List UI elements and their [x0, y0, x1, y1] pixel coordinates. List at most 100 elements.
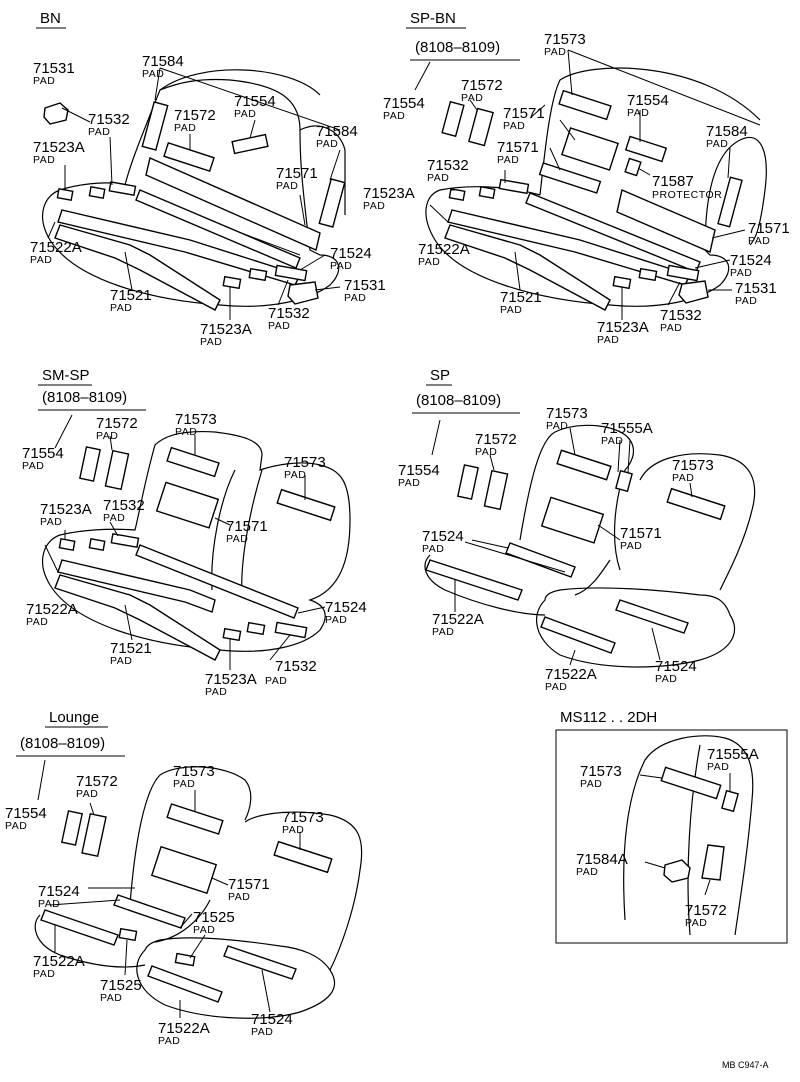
pad-71554-smsp	[78, 446, 102, 482]
part-type-label: PAD	[226, 533, 248, 545]
pad-71572-spbn	[468, 107, 494, 147]
part-type-label: PAD	[503, 120, 525, 132]
pad-71584-bn-right	[318, 178, 346, 228]
part-number-label: 71572	[174, 107, 216, 124]
pad-71584A-ms112	[663, 859, 691, 883]
pad-71523A-bn-1	[56, 188, 74, 201]
part-type-label: PAD	[544, 46, 566, 58]
part-type-label: PAD	[228, 891, 250, 903]
section-sm-sp: SM-SP (8108–8109) 71572 PAD	[22, 367, 367, 698]
part-type-label: PAD	[546, 420, 568, 432]
part-number-label: 71584A	[576, 851, 628, 868]
section-title-bn: BN	[40, 10, 61, 27]
part-type-label: PAD	[22, 460, 44, 472]
pad-71521-spbn	[444, 224, 611, 311]
part-type-label: PAD	[601, 435, 623, 447]
part-number-label: 71573	[175, 411, 217, 428]
section-title-sp-bn: SP-BN	[410, 10, 456, 27]
pad-71523A-smsp-4	[246, 621, 266, 636]
part-type-label: PAD	[580, 778, 602, 790]
part-number-label: 71521	[110, 287, 152, 304]
part-type-label: PAD	[316, 138, 338, 150]
part-type-label: PAD	[110, 302, 132, 314]
part-type-label: PAD	[597, 334, 619, 346]
part-number-label: 71554	[383, 95, 425, 112]
pad-71523A-spbn-1	[448, 188, 466, 201]
part-type-label: PAD	[76, 788, 98, 800]
part-number-label: 71584	[316, 123, 358, 140]
part-number-label: 71524	[251, 1011, 293, 1028]
part-type-label: PAD	[158, 1035, 180, 1047]
pad-71522A-lounge-left	[40, 909, 119, 946]
part-number-label: 71572	[685, 902, 727, 919]
part-number-label: 71554	[398, 462, 440, 479]
part-type-label: PAD	[422, 543, 444, 555]
pad-71573-spbn	[558, 89, 612, 121]
part-type-label: PAD	[284, 469, 306, 481]
part-type-label: PAD	[735, 295, 757, 307]
pad-71521-smsp	[54, 574, 221, 661]
part-number-label: 71532	[660, 307, 702, 324]
pad-71524-lounge-lower	[223, 945, 297, 980]
part-type-label: PAD	[33, 75, 55, 87]
part-number-label: 71531	[735, 280, 777, 297]
part-number-label: 71524	[325, 599, 367, 616]
part-type-label: PAD	[33, 154, 55, 166]
pad-71573-smsp-right	[276, 488, 336, 522]
footer-code: MB C947-A	[722, 1060, 769, 1070]
part-type-label: PAD	[427, 172, 449, 184]
pad-71524-bn	[135, 189, 301, 269]
part-number-label: 71522A	[33, 953, 85, 970]
pad-71525-lounge-left	[118, 927, 138, 942]
pad-71571-spbn-top	[561, 127, 619, 171]
part-type-label: PAD	[730, 267, 752, 279]
part-number-label: 71584	[706, 123, 748, 140]
part-number-label: 71523A	[200, 321, 252, 338]
section-title-lounge: Lounge	[49, 709, 99, 726]
part-number-label: 71572	[461, 77, 503, 94]
part-type-label: PAD	[40, 516, 62, 528]
part-number-label: 71573	[173, 763, 215, 780]
pad-71523A-bn-2	[88, 186, 106, 199]
section-range-sp-bn: (8108–8109)	[415, 39, 500, 56]
part-type-label: PAD	[707, 761, 729, 773]
pad-71571-bn	[145, 157, 321, 251]
section-title-sm-sp: SM-SP	[42, 367, 90, 384]
part-type-label: PAD	[100, 992, 122, 1004]
part-type-label: PAD	[276, 180, 298, 192]
pad-71524-sp-upper	[505, 542, 576, 578]
part-type-label: PAD	[265, 675, 287, 687]
section-sp: SP (8108–8109) 71573 PAD 71555A	[398, 367, 756, 693]
part-number-label: 71571	[497, 139, 539, 156]
part-number-label: 71555A	[601, 420, 653, 437]
part-type-label: PAD	[500, 304, 522, 316]
pad-71532-bn-2	[274, 264, 308, 282]
part-type-label: PROTECTOR	[652, 189, 722, 201]
part-type-label: PAD	[325, 614, 347, 626]
pad-71571-spbn-low	[616, 189, 716, 253]
part-type-label: PAD	[88, 126, 110, 138]
part-number-label: 71524	[730, 252, 772, 269]
part-type-label: PAD	[193, 924, 215, 936]
pad-71524-smsp	[135, 544, 299, 619]
section-ms112: MS112 . . 2DH 71555A PAD 71573 PAD 71584…	[555, 709, 788, 944]
part-type-label: PAD	[383, 110, 405, 122]
part-type-label: PAD	[545, 681, 567, 693]
pad-71554-sp	[456, 464, 480, 500]
part-number-label: 71522A	[26, 601, 78, 618]
part-number-label: 71573	[544, 31, 586, 48]
part-type-label: PAD	[330, 260, 352, 272]
part-type-label: PAD	[96, 430, 118, 442]
part-type-label: PAD	[234, 108, 256, 120]
pad-71572-sp	[483, 469, 509, 511]
part-number-label: 71554	[234, 93, 276, 110]
pad-71573-sp-left	[556, 449, 612, 481]
pad-71523A-spbn-4	[638, 267, 658, 282]
protector-71587-spbn	[624, 157, 642, 177]
pad-71554-spbn-left	[441, 100, 465, 138]
part-type-label: PAD	[363, 200, 385, 212]
part-number-label: 71555A	[707, 746, 759, 763]
part-number-label: 71521	[500, 289, 542, 306]
part-type-label: PAD	[142, 68, 164, 80]
